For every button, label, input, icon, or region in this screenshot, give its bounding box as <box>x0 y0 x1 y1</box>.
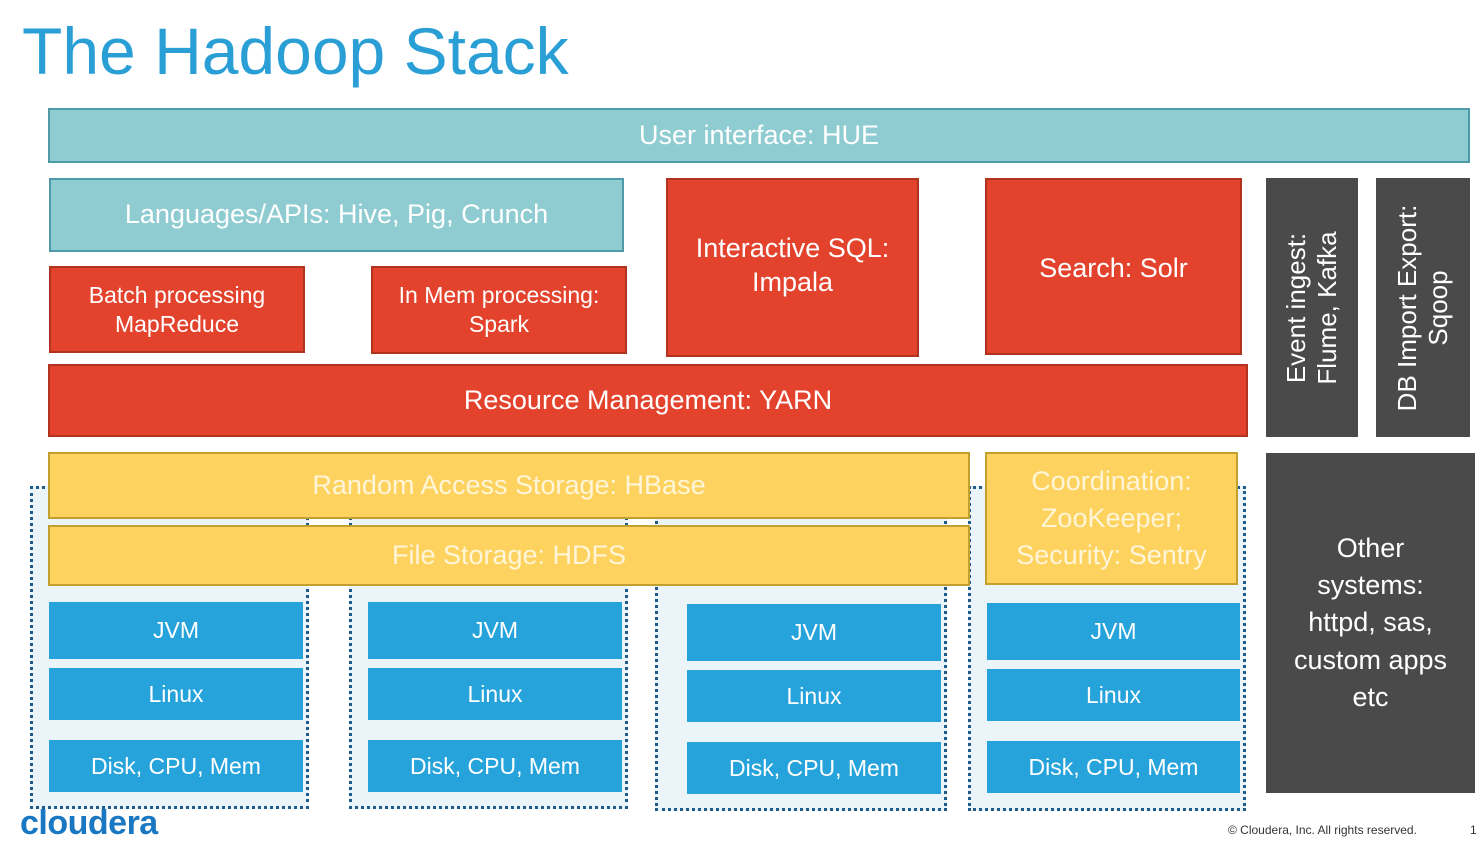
jvm-box: JVM <box>368 602 622 659</box>
event-ingest-box: Event ingest: Flume, Kafka <box>1266 178 1358 437</box>
hardware-box: Disk, CPU, Mem <box>687 742 941 794</box>
in-memory-processing-box: In Mem processing: Spark <box>371 266 627 354</box>
other-systems-box: Other systems: httpd, sas, custom apps e… <box>1266 453 1475 793</box>
linux-box: Linux <box>49 668 303 720</box>
linux-box: Linux <box>987 669 1240 721</box>
search-box: Search: Solr <box>985 178 1242 355</box>
hardware-box: Disk, CPU, Mem <box>49 740 303 792</box>
copyright-notice: © Cloudera, Inc. All rights reserved. <box>1228 823 1417 837</box>
interactive-sql-box: Interactive SQL: Impala <box>666 178 919 357</box>
coordination-security-box: Coordination: ZooKeeper; Security: Sentr… <box>985 452 1238 585</box>
file-storage-layer: File Storage: HDFS <box>48 525 970 586</box>
languages-apis-layer: Languages/APIs: Hive, Pig, Crunch <box>49 178 624 252</box>
db-import-export-label: DB Import Export: Sqoop <box>1391 204 1453 411</box>
page-number: 1 <box>1470 823 1477 837</box>
jvm-box: JVM <box>987 603 1240 660</box>
event-ingest-label: Event ingest: Flume, Kafka <box>1280 230 1342 385</box>
jvm-box: JVM <box>687 604 941 661</box>
batch-processing-box: Batch processing MapReduce <box>49 266 305 353</box>
cloudera-logo: cloudera <box>20 804 158 842</box>
db-import-export-box: DB Import Export: Sqoop <box>1376 178 1470 437</box>
resource-management-layer: Resource Management: YARN <box>48 364 1248 437</box>
linux-box: Linux <box>368 668 622 720</box>
hardware-box: Disk, CPU, Mem <box>987 741 1240 793</box>
hardware-box: Disk, CPU, Mem <box>368 740 622 792</box>
random-access-storage-layer: Random Access Storage: HBase <box>48 452 970 519</box>
jvm-box: JVM <box>49 602 303 659</box>
linux-box: Linux <box>687 670 941 722</box>
user-interface-layer: User interface: HUE <box>48 108 1470 163</box>
page-title: The Hadoop Stack <box>22 14 569 88</box>
